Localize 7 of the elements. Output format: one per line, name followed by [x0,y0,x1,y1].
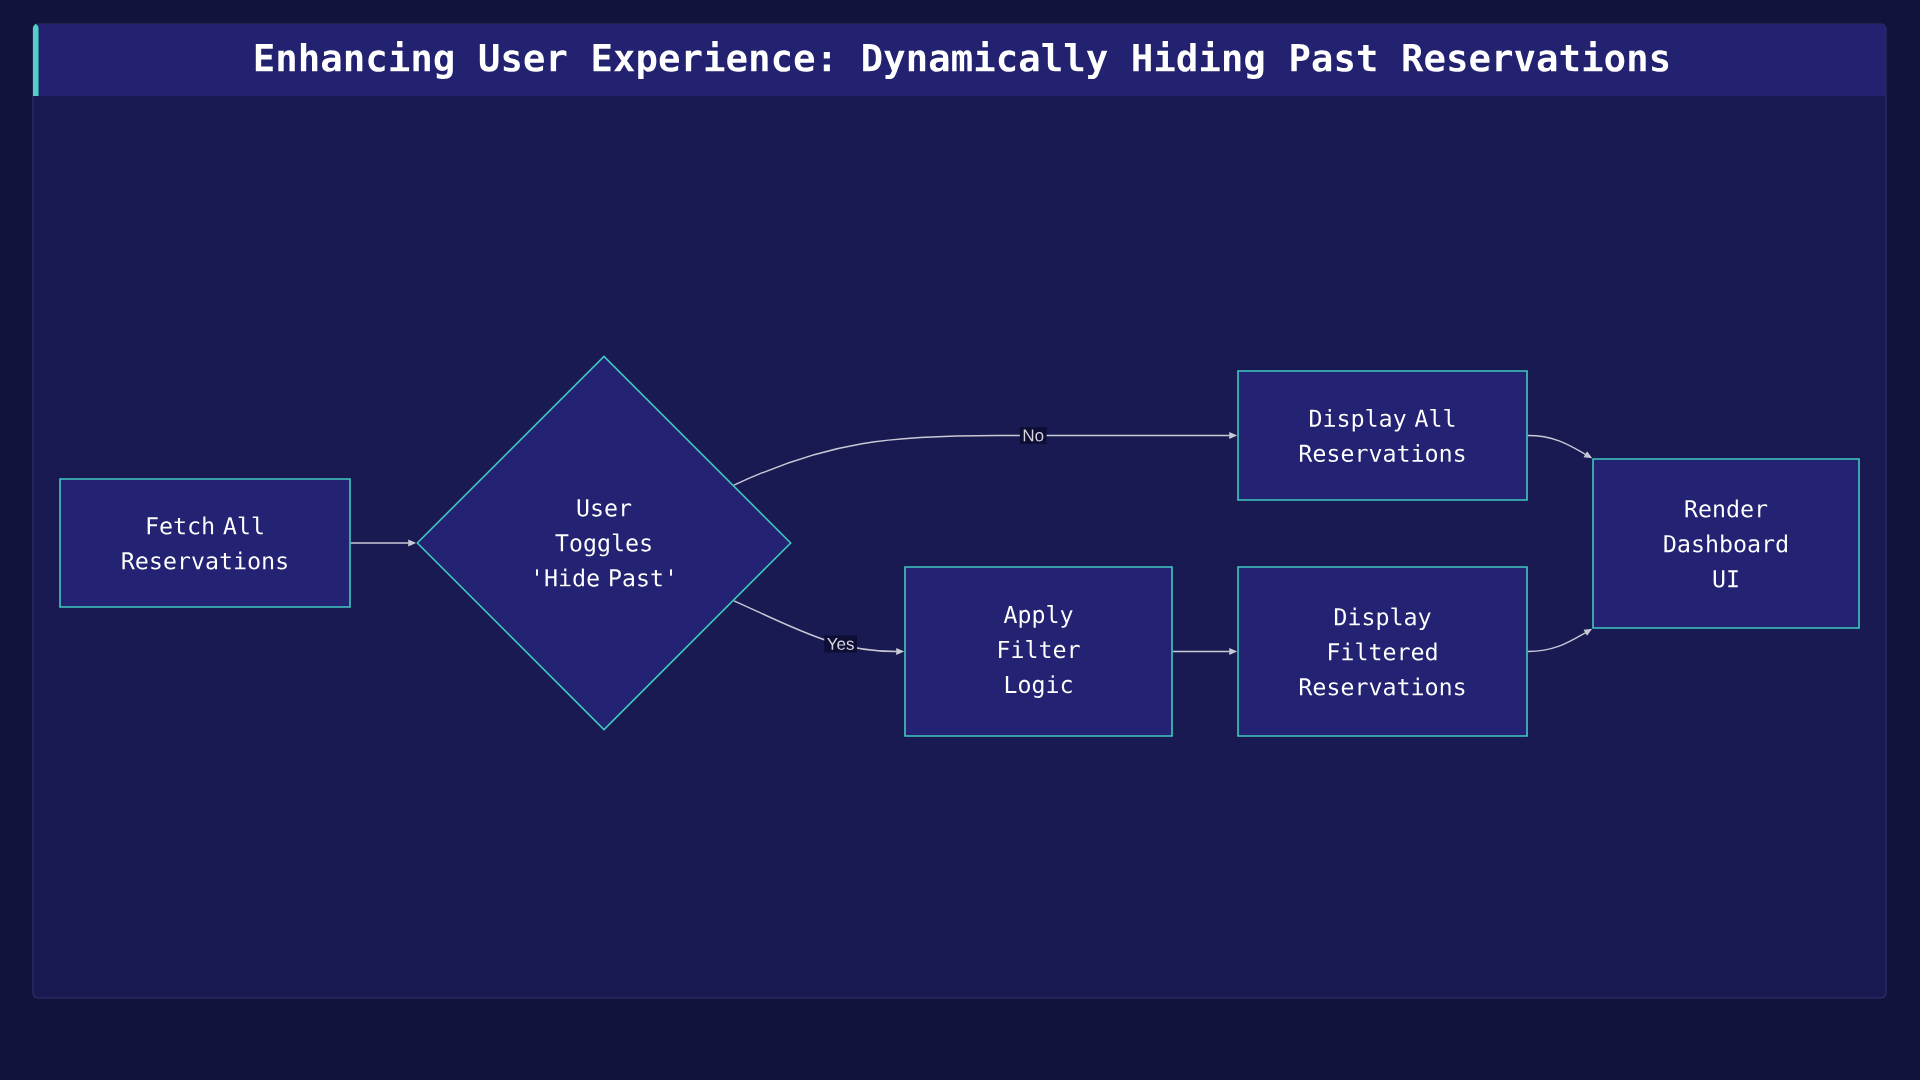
process-box: Fetch All Reservations [59,478,351,608]
edge-label: No [1019,427,1047,444]
title-bar: Enhancing User Experience: Dynamically Hiding Past Reservations [33,24,1886,96]
process-box: Apply Filter Logic [904,566,1173,737]
process-box: Display All Reservations [1237,370,1528,501]
process-box: Display Filtered Reservations [1237,566,1528,737]
process-box: Render Dashboard UI [1592,458,1860,629]
